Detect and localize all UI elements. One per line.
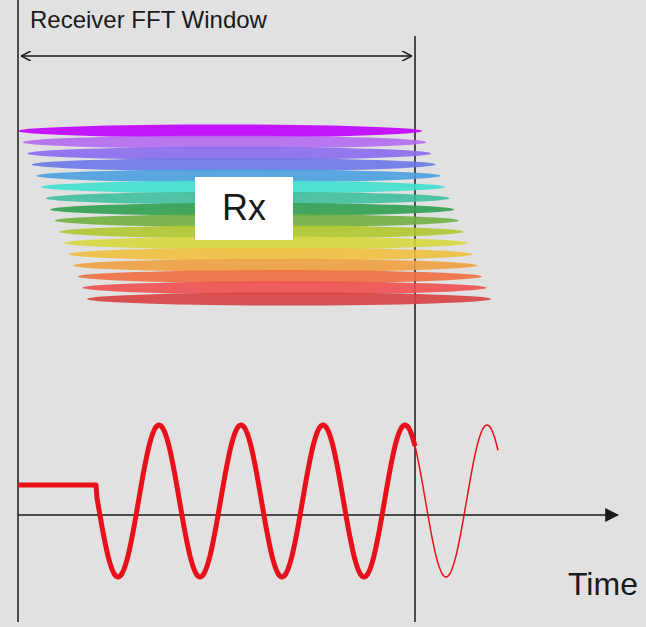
- window-width-arrow: [22, 55, 411, 57]
- subcarrier-ellipse: [27, 147, 431, 160]
- signal-waveform-tail: [415, 425, 498, 577]
- receiver-box: Rx: [195, 177, 293, 240]
- axis-label: Time: [568, 568, 638, 600]
- subcarrier-ellipse: [23, 136, 427, 149]
- subcarrier-ellipse: [87, 293, 491, 306]
- signal-waveform: [18, 425, 415, 577]
- window-start-line: [17, 0, 19, 622]
- receiver-label: Rx: [222, 190, 266, 226]
- window-label: Receiver FFT Window: [30, 8, 267, 32]
- subcarrier-ellipse: [69, 248, 473, 261]
- subcarrier-ellipse: [78, 270, 482, 283]
- subcarrier-ellipse: [82, 281, 486, 294]
- time-axis: [18, 514, 618, 516]
- subcarrier-ellipse: [18, 125, 422, 138]
- subcarrier-ellipse: [73, 259, 477, 272]
- window-end-line: [414, 36, 416, 622]
- subcarrier-spectrum: [18, 125, 491, 306]
- subcarrier-ellipse: [32, 158, 436, 171]
